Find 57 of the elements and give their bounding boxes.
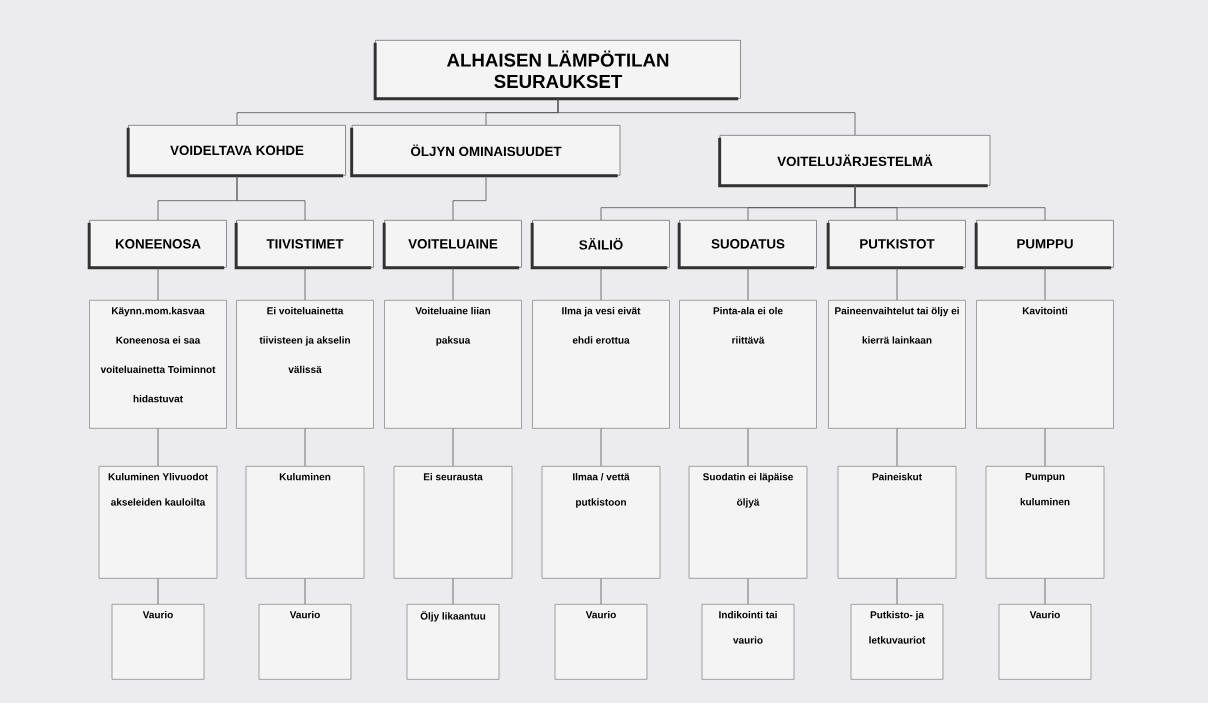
text-box: Suodatin ei läpäise öljyä: [688, 466, 808, 579]
connector-line: [747, 428, 749, 467]
connector-line: [896, 267, 898, 301]
text-box: Käynn.mom.kasvaa Koneenosa ei saa voiteluainetta Toiminnot hidastuvat: [89, 300, 227, 429]
connector-line: [600, 578, 602, 605]
text-box: Paineenvaihtelut tai öljy ei kierrä lainkaan: [828, 300, 966, 429]
text-box: Vaurio: [111, 604, 205, 680]
header-box: VOITELUJÄRJESTELMÄ: [718, 135, 991, 188]
connector-line: [157, 267, 159, 301]
connector-line: [747, 267, 749, 301]
header-box: KONEENOSA: [87, 220, 227, 270]
text-box: Putkisto- ja letkuvauriot: [850, 604, 944, 680]
header-box: VOIDELTAVA KOHDE: [126, 125, 346, 178]
connector-line: [452, 428, 454, 467]
header-box: PUMPPU: [974, 220, 1114, 270]
connector-line: [600, 267, 602, 301]
connector-line: [896, 428, 898, 467]
text-box: Kuluminen: [245, 466, 365, 579]
connector-line: [304, 428, 306, 467]
connector-line: [236, 175, 306, 221]
connector-line: [1044, 578, 1046, 605]
connector-line: [452, 267, 454, 301]
text-box: Ei seurausta: [393, 466, 513, 579]
text-box: Vaurio: [554, 604, 648, 680]
text-box: Ei voiteluainetta tiivisteen ja akselin välissä: [236, 300, 374, 429]
header-box: ALHAISEN LÄMPÖTILAN SEURAUKSET: [373, 40, 741, 101]
text-box: Öljy likaantuu: [406, 604, 500, 680]
header-box: TIIVISTIMET: [234, 220, 374, 270]
text-box: Vaurio: [998, 604, 1092, 680]
connector-line: [1044, 428, 1046, 467]
text-box: Kuluminen Ylivuodot akseleiden kauloilta: [98, 466, 218, 579]
header-box: PUTKISTOT: [826, 220, 966, 270]
header-box: SUODATUS: [677, 220, 817, 270]
header-box: ÖLJYN OMINAISUUDET: [350, 125, 621, 178]
connector-line: [896, 578, 898, 605]
text-box: Ilma ja vesi eivät ehdi erottua: [532, 300, 670, 429]
text-box: Pinta-ala ei ole riittävä: [679, 300, 817, 429]
header-box: VOITELUAINE: [382, 220, 522, 270]
connector-line: [854, 185, 1046, 221]
text-box: Vaurio: [258, 604, 352, 680]
connector-line: [557, 98, 856, 136]
text-box: Indikointi tai vaurio: [701, 604, 795, 680]
text-box: Ilmaa / vettä putkistoon: [541, 466, 661, 579]
connector-line: [452, 175, 487, 221]
text-box: Voiteluaine liian paksua: [384, 300, 522, 429]
connector-line: [452, 578, 454, 605]
header-box: SÄILIÖ: [530, 220, 670, 270]
connector-line: [304, 578, 306, 605]
text-box: Paineiskut: [837, 466, 957, 579]
connector-line: [600, 428, 602, 467]
text-box: Pumpun kuluminen: [985, 466, 1105, 579]
connector-line: [1044, 267, 1046, 301]
connector-line: [304, 267, 306, 301]
connector-line: [747, 578, 749, 605]
connector-line: [157, 428, 159, 467]
connector-line: [157, 578, 159, 605]
text-box: Kavitointi: [976, 300, 1114, 429]
